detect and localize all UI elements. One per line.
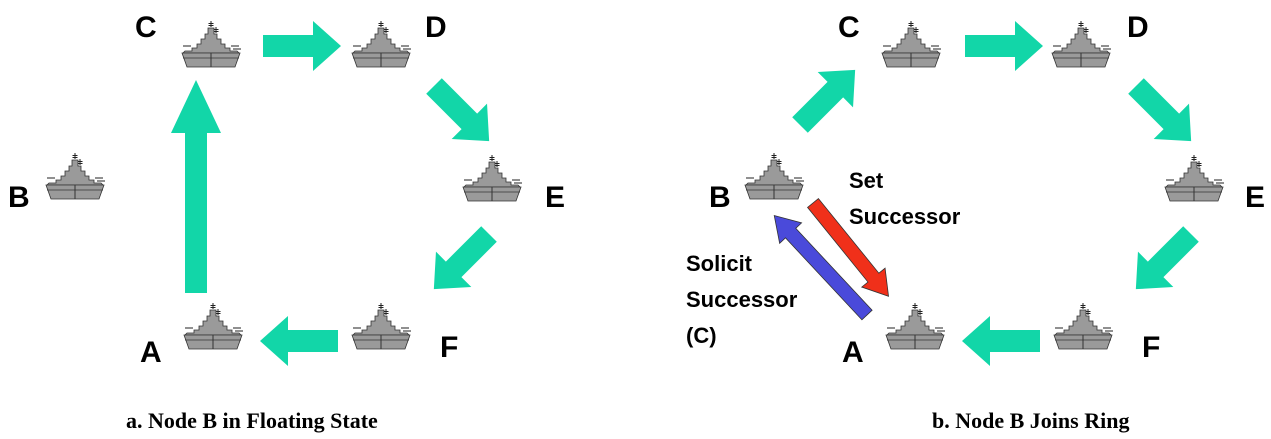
ring-arrow-f-to-a [962,316,1040,366]
node-d: D [1051,11,1149,68]
node-e: E [462,154,565,214]
node-label-e: E [545,181,565,214]
set-successor-label-line2: Successor [849,204,961,229]
ring-arrow-b-to-c [792,69,856,133]
solicit-successor-label: Solicit Successor (C) [686,251,803,348]
caption-a: a. Node B in Floating State [126,408,378,433]
set-successor-arrow [806,198,889,297]
ring-arrows [792,21,1199,366]
battleship-icon [351,302,412,350]
battleship-icon [1164,154,1225,202]
node-label-a: A [842,336,864,369]
node-c: C [838,11,942,68]
ring-arrow-c-to-d [263,21,341,71]
node-label-c: C [135,11,157,44]
solicit-successor-label-line3: (C) [686,323,717,348]
solicit-successor-label-line1: Solicit [686,251,753,276]
node-label-c: C [838,11,860,44]
battleship-icon [351,20,412,68]
ring-arrow-d-to-e [1128,78,1192,142]
ring-arrow-e-to-f [433,226,497,290]
node-b-floating: B [8,152,106,214]
node-label-b: B [8,181,30,214]
battleship-icon [1053,302,1114,350]
ring-arrow-a-to-c [171,80,221,293]
battleship-icon [885,302,946,350]
node-label-f: F [1142,331,1160,364]
caption-b: b. Node B Joins Ring [932,408,1129,433]
node-label-a: A [140,336,162,369]
battleship-icon [462,154,523,202]
ring-arrows [171,21,497,366]
node-f: F [1053,302,1160,364]
panel-a: C D E F A B a. Node B in Floating State [8,11,565,433]
battleship-icon [181,20,242,68]
battleship-icon [744,152,805,200]
node-label-e: E [1245,181,1265,214]
ring-arrow-e-to-f [1135,226,1199,290]
node-label-f: F [440,331,458,364]
ring-arrow-c-to-d [965,21,1043,71]
node-d: D [351,11,447,68]
panel-b: C D E F A B Set Successor Solicit Succes [686,11,1265,433]
battleship-icon [881,20,942,68]
solicit-successor-label-line2: Successor [686,287,798,312]
battleship-icon [183,302,244,350]
node-label-d: D [1127,11,1149,44]
node-label-d: D [425,11,447,44]
node-label-b: B [709,181,731,214]
set-successor-label: Set Successor [849,168,961,229]
set-successor-label-line1: Set [849,168,884,193]
node-a: A [842,302,946,369]
node-b: B [709,152,805,214]
node-a: A [140,302,244,369]
battleship-icon [45,152,106,200]
node-e: E [1164,154,1265,214]
solicit-successor-arrow [773,214,873,321]
ring-arrow-f-to-a [260,316,338,366]
battleship-icon [1051,20,1112,68]
ring-arrow-d-to-e [426,78,490,142]
node-c: C [135,11,242,68]
node-f: F [351,302,458,364]
